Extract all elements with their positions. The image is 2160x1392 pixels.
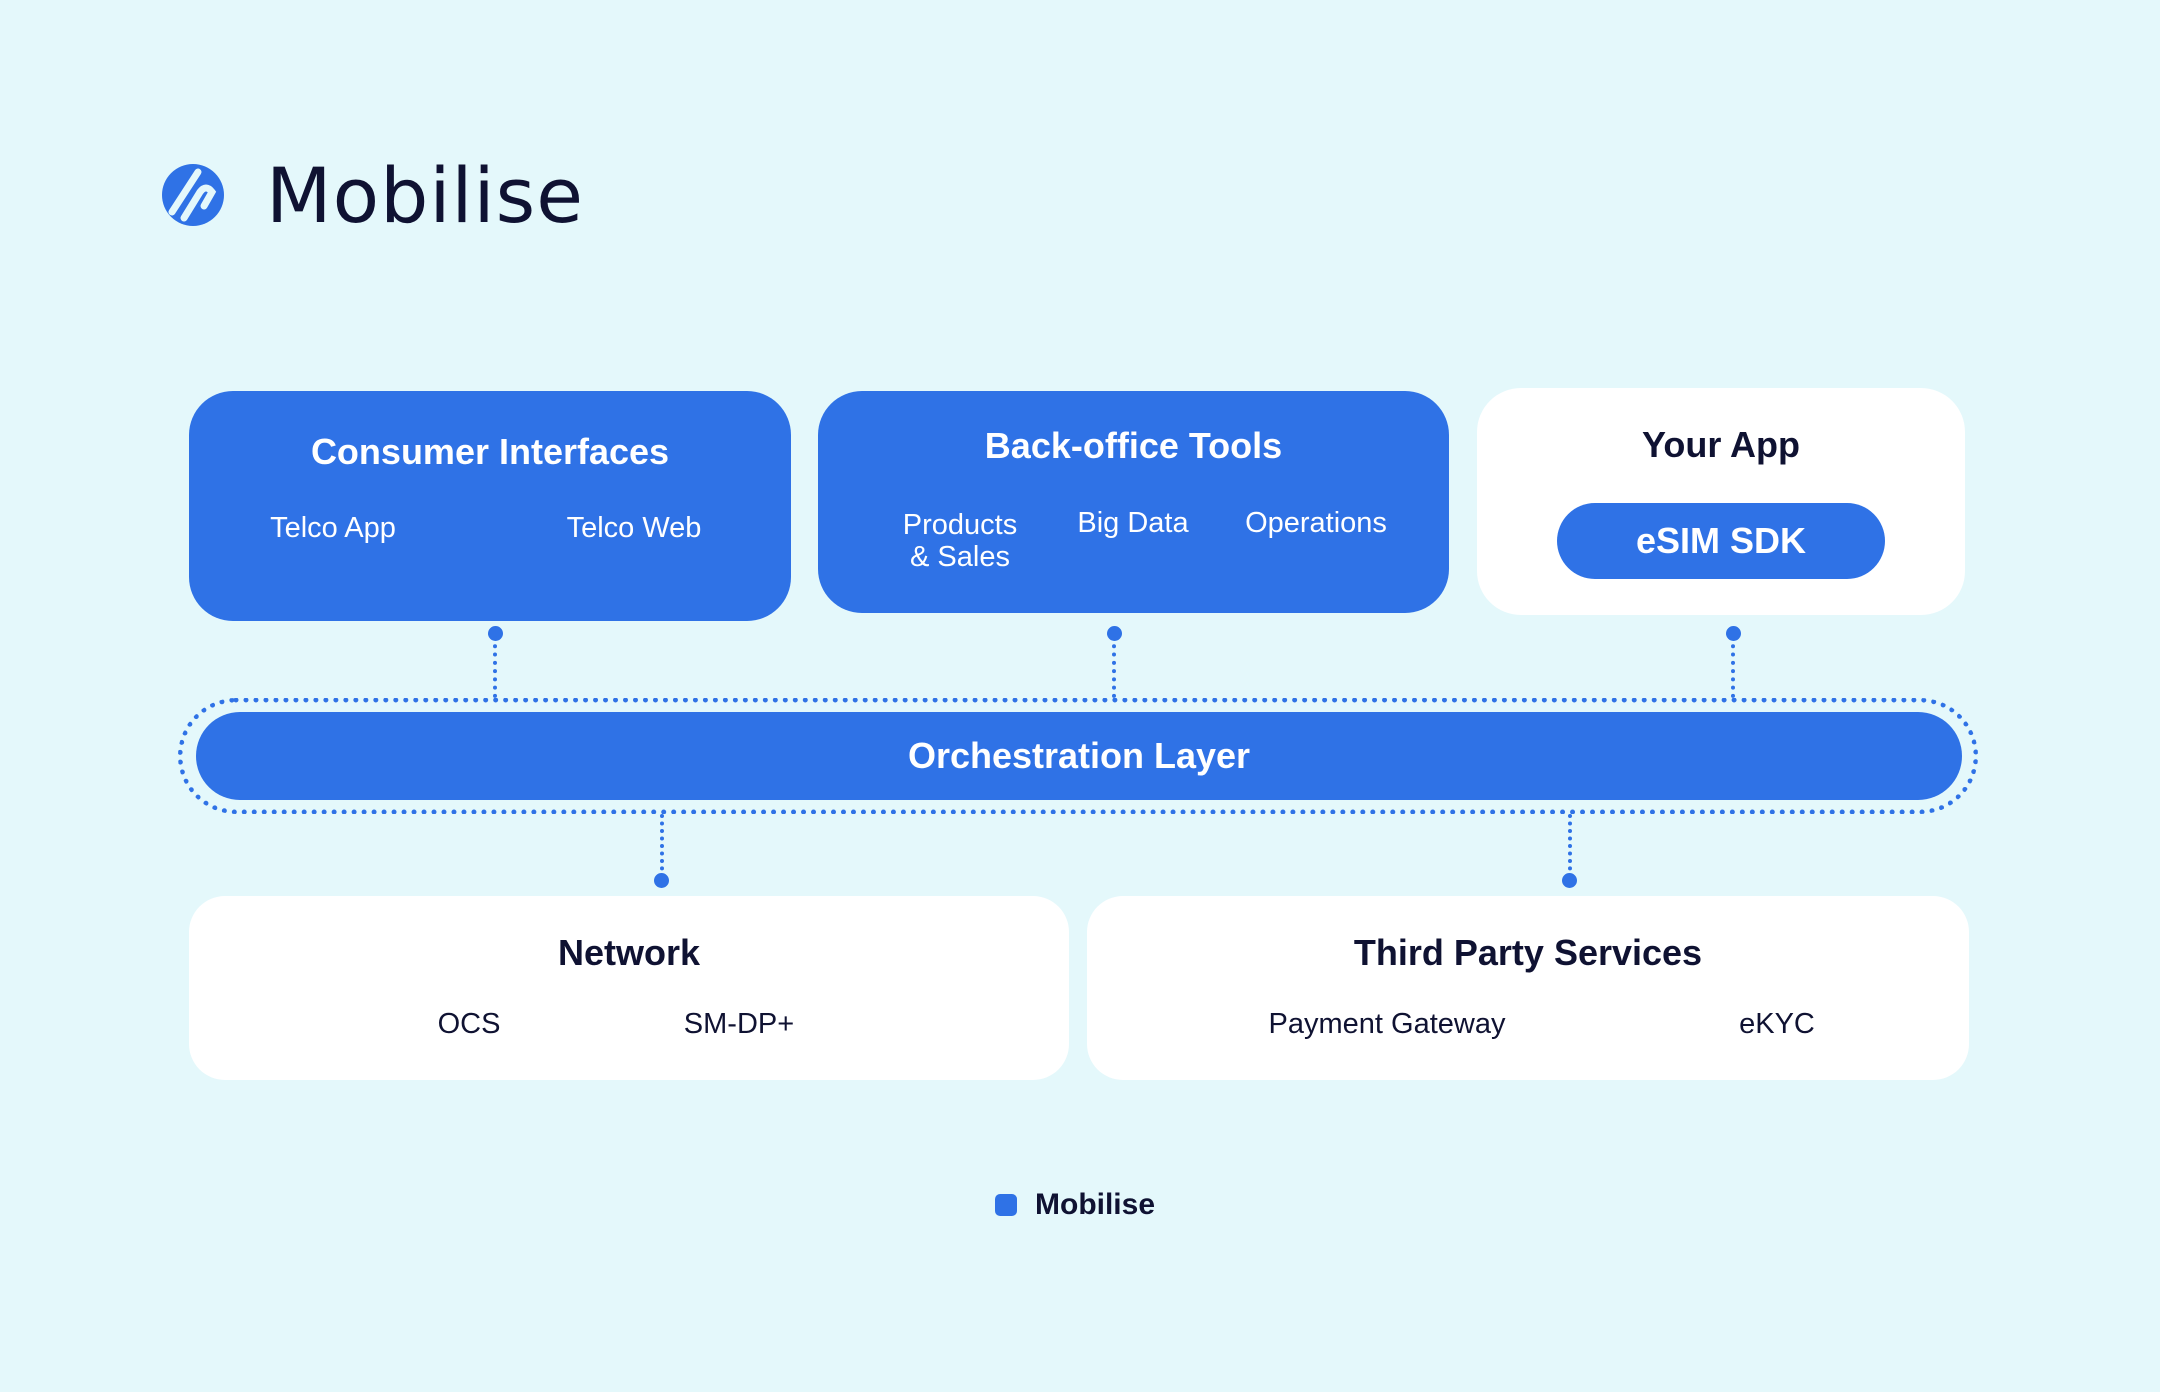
brand-name: Mobilise — [266, 150, 585, 240]
connector-dot-network — [654, 873, 669, 888]
consumer-interfaces-title: Consumer Interfaces — [310, 431, 670, 472]
products-sales-label: Products & Sales — [902, 509, 1018, 573]
third-party-services-box: Third Party Services Payment Gateway eKY… — [1087, 896, 1969, 1080]
connector-dot-yourapp — [1726, 626, 1741, 641]
back-office-tools-box: Back-office Tools Products & Sales Big D… — [818, 391, 1449, 613]
connector-line-yourapp — [1731, 636, 1735, 698]
orchestration-layer-bar: Orchestration Layer — [196, 712, 1962, 800]
operations-label: Operations — [1245, 507, 1387, 539]
esim-sdk-button[interactable]: eSIM SDK — [1557, 503, 1885, 579]
your-app-box: Your App eSIM SDK — [1477, 388, 1965, 615]
telco-web-label: Telco Web — [566, 512, 702, 544]
mobilise-logo-icon — [162, 164, 224, 226]
sm-dp-plus-label: SM-DP+ — [683, 1008, 795, 1040]
big-data-label: Big Data — [1077, 507, 1189, 539]
brand-logo: Mobilise — [160, 151, 584, 240]
network-box: Network OCS SM-DP+ — [189, 896, 1069, 1080]
connector-line-consumer — [493, 636, 497, 698]
connector-dot-consumer — [488, 626, 503, 641]
telco-app-label: Telco App — [270, 512, 396, 544]
connector-dot-third-party — [1562, 873, 1577, 888]
ekyc-label: eKYC — [1739, 1008, 1815, 1040]
connector-line-third-party — [1568, 814, 1572, 878]
ocs-label: OCS — [437, 1008, 501, 1040]
connector-dot-backoffice — [1107, 626, 1122, 641]
network-title: Network — [557, 932, 701, 973]
legend-swatch — [995, 1194, 1017, 1216]
third-party-services-title: Third Party Services — [1353, 932, 1703, 973]
consumer-interfaces-box: Consumer Interfaces Telco App Telco Web — [189, 391, 791, 621]
back-office-tools-title: Back-office Tools — [984, 425, 1283, 466]
orchestration-layer-outline — [178, 698, 1978, 814]
connector-line-backoffice — [1112, 636, 1116, 698]
your-app-title: Your App — [1642, 424, 1800, 465]
payment-gateway-label: Payment Gateway — [1268, 1008, 1506, 1040]
legend-label: Mobilise — [1035, 1188, 1156, 1221]
legend: Mobilise — [995, 1188, 1155, 1222]
connector-line-network — [660, 814, 664, 878]
